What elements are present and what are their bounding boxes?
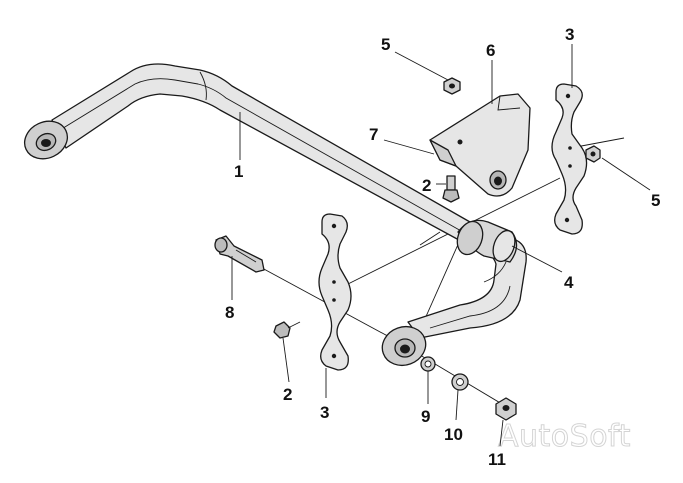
bar-bushing (456, 219, 518, 263)
callout-7: 7 (369, 125, 378, 144)
leader-lines (231, 44, 651, 447)
stabilizer-bar (24, 63, 527, 367)
nut-right (585, 145, 601, 163)
callout-3-right: 3 (565, 25, 574, 44)
callout-6: 6 (486, 41, 495, 60)
callout-8: 8 (225, 303, 234, 322)
watermark-logo: AutoSoft (498, 419, 631, 454)
callout-5-right: 5 (651, 191, 660, 210)
washer-10 (451, 373, 469, 391)
callout-labels: 1 2 2 3 3 4 5 5 6 7 8 9 10 11 (225, 25, 660, 469)
bolt-upper (442, 175, 460, 203)
callout-5-top: 5 (381, 35, 390, 54)
callout-3-left: 3 (320, 403, 329, 422)
clamp-bracket-right (551, 83, 588, 235)
clamp-bracket-left (318, 213, 352, 371)
bolt-lower (273, 321, 301, 339)
callout-2-upper: 2 (422, 176, 431, 195)
nut-top (443, 77, 461, 95)
pin-bolt (214, 235, 265, 273)
washer-9 (420, 356, 436, 372)
callout-4: 4 (564, 273, 574, 292)
callout-2-lower: 2 (283, 385, 292, 404)
mounting-bracket (429, 93, 531, 197)
callout-10: 10 (444, 425, 463, 444)
callout-1: 1 (234, 162, 243, 181)
nut-11 (495, 397, 517, 421)
callout-9: 9 (421, 407, 430, 426)
callout-11: 11 (488, 450, 506, 469)
